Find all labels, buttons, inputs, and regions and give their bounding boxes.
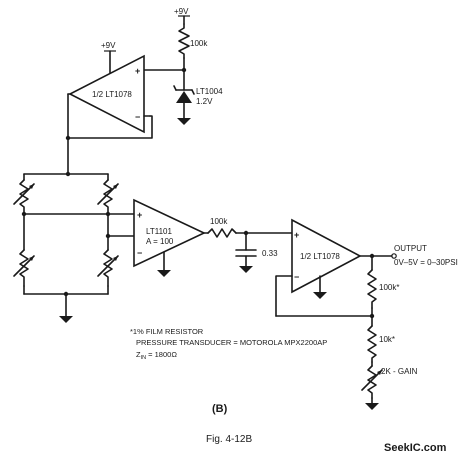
pot-label: 2K - GAIN — [381, 367, 418, 376]
supply-label-top: +9V — [174, 7, 189, 16]
output-terminal — [391, 253, 397, 259]
notes: *1% FILM RESISTOR PRESSURE TRANSDUCER = … — [130, 327, 327, 361]
pin-plus: + — [135, 66, 140, 76]
arrow-head — [377, 370, 382, 375]
resistor-label-series: 100k — [210, 217, 228, 226]
opamp-output-label: 1/2 LT1078 — [300, 252, 340, 261]
supply-label-amp: +9V — [101, 41, 116, 50]
ground-symbol — [365, 403, 379, 410]
zener-diode — [176, 91, 192, 103]
zener-bar-tip — [191, 89, 195, 95]
instrumentation-amp-section: + − LT1101 A = 100 100k 0.33 — [133, 198, 293, 277]
pressure-transducer-bridge — [13, 173, 135, 323]
resistor-label-feedback: 100k* — [379, 283, 399, 292]
zener-bar-tip — [173, 85, 177, 91]
ground-symbol — [177, 118, 191, 125]
opamp-buffer — [68, 54, 145, 134]
bridge-resistor-lu — [19, 179, 29, 215]
pin-minus: − — [135, 112, 140, 122]
note-film-resistor: *1% FILM RESISTOR — [130, 327, 204, 336]
instr-amp-name-label: LT1101 — [146, 227, 172, 236]
resistor-100k-series — [207, 228, 237, 238]
instr-amp-gain-label: A = 100 — [146, 237, 174, 246]
opamp-output — [291, 218, 362, 294]
junction-dot — [105, 233, 111, 239]
pin-minus: − — [294, 272, 299, 282]
arrow-head — [29, 256, 34, 261]
junction-dot — [65, 135, 71, 141]
potentiometer-2k — [367, 365, 377, 399]
feedback-wire — [275, 275, 293, 317]
zener-name-label: LT1004 — [196, 87, 223, 96]
arrow-head — [113, 184, 118, 189]
panel-label: (B) — [212, 403, 228, 415]
note-transducer: PRESSURE TRANSDUCER = MOTOROLA MPX2200AP — [136, 338, 327, 347]
arrow-head — [113, 256, 118, 261]
watermark: SeekIC.com — [384, 442, 447, 454]
ground-symbol — [313, 292, 327, 299]
instrumentation-amp — [133, 198, 206, 268]
resistor-label-top: 100k — [190, 39, 208, 48]
zener-value-label: 1.2V — [196, 97, 213, 106]
resistor-100k-feedback — [367, 269, 377, 309]
resistor-100k-top — [178, 23, 190, 59]
output-label: OUTPUT — [394, 244, 427, 253]
ground-symbol — [59, 316, 73, 323]
output-stage: + − 1/2 LT1078 OUTPUT 0V–5V = 0–30PSI 10… — [275, 218, 458, 410]
ground-symbol — [157, 270, 171, 277]
ground-symbol — [239, 266, 253, 273]
figure-caption: Fig. 4-12B — [206, 434, 252, 445]
output-range-label: 0V–5V = 0–30PSI — [394, 258, 458, 267]
capacitor-label: 0.33 — [262, 249, 278, 258]
opamp-buffer-label: 1/2 LT1078 — [92, 90, 132, 99]
resistor-10k-gain — [367, 325, 377, 363]
pin-plus: + — [294, 230, 299, 240]
arrow-head — [29, 184, 34, 189]
resistor-label-gain: 10k* — [379, 335, 395, 344]
bridge-resistor-ru — [103, 179, 113, 215]
reference-section: +9V 100k LT1004 1.2V 1/2 LT1078 + − +9V — [65, 7, 223, 177]
note-zin: ZIN = 1800Ω — [136, 350, 177, 361]
pin-plus: + — [137, 210, 142, 220]
pin-minus: − — [137, 248, 142, 258]
feedback-wire — [67, 115, 153, 139]
